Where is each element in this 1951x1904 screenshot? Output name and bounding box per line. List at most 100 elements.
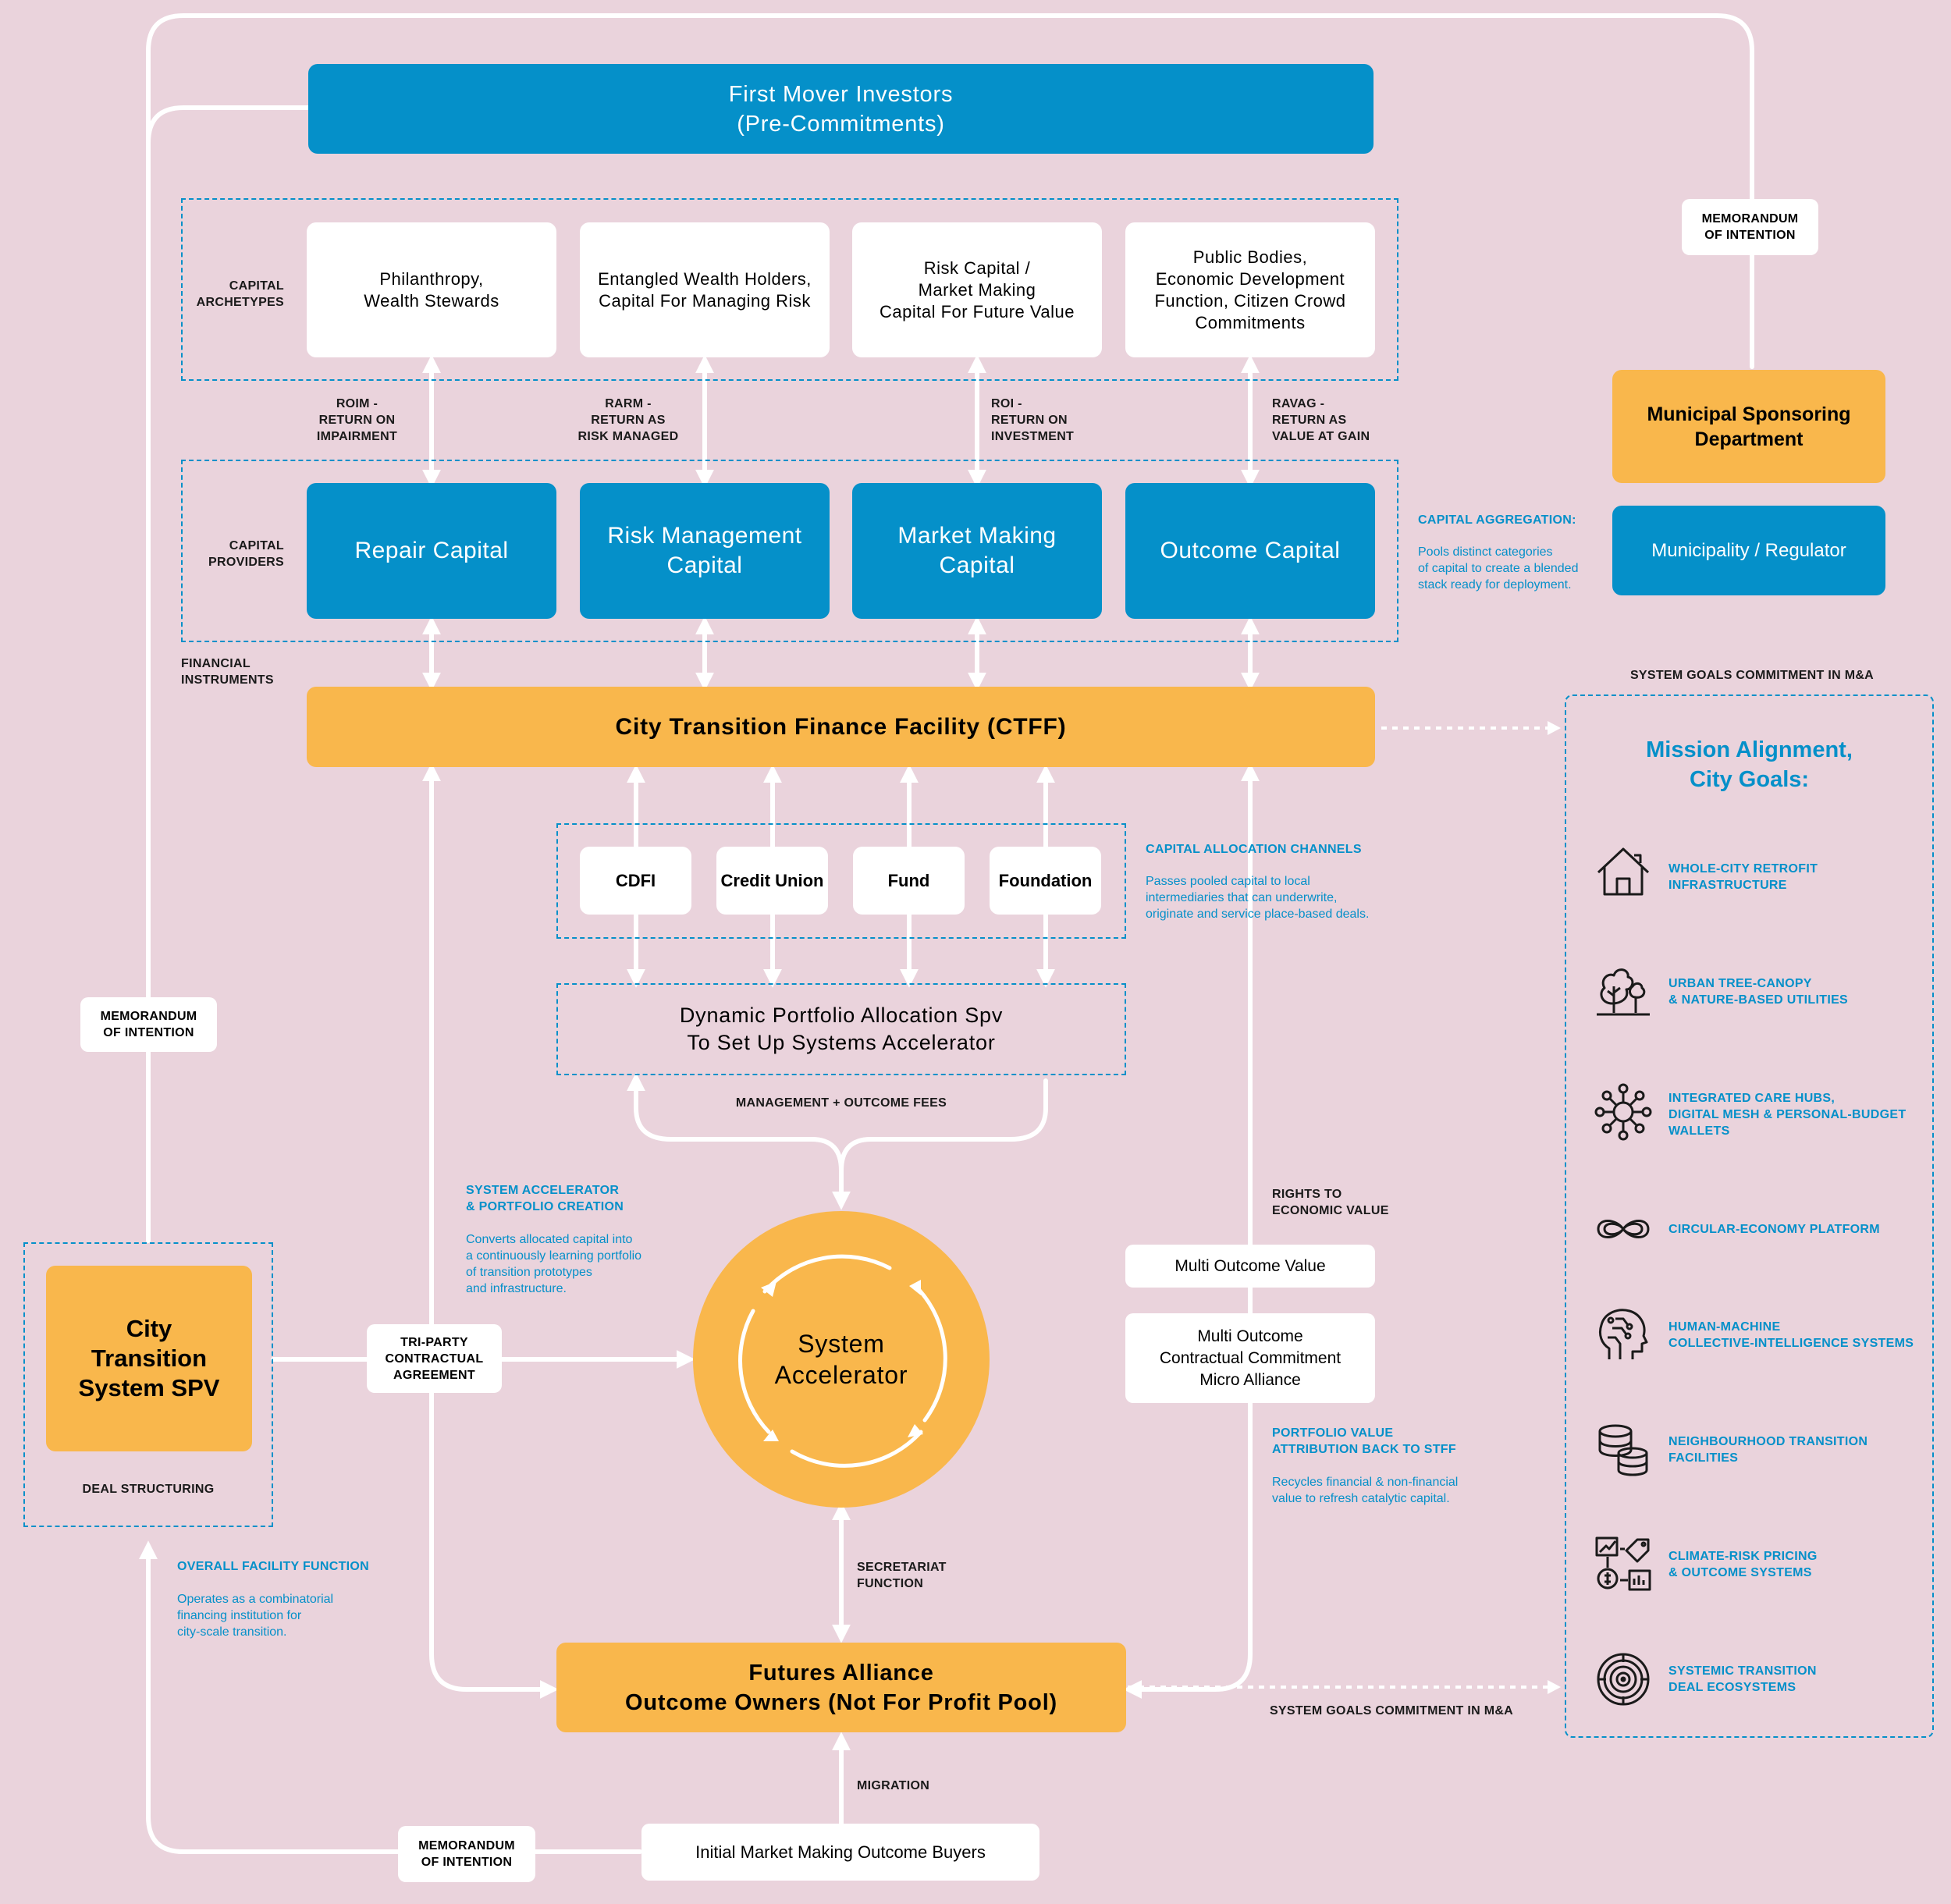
rights-to-economic-value-label: RIGHTS TO ECONOMIC VALUE bbox=[1272, 1188, 1389, 1217]
system-goals-label-top: SYSTEM GOALS COMMITMENT IN M&A bbox=[1629, 669, 1875, 682]
capital-aggregation-desc: Pools distinct categories of capital to … bbox=[1418, 545, 1579, 591]
goal-text: NEIGHBOURHOOD TRANSITION FACILITIES bbox=[1668, 1435, 1868, 1465]
archetype-risk-capital: Risk Capital / Market Making Capital For… bbox=[852, 222, 1102, 357]
mission-alignment-title: Mission Alignment, City Goals: bbox=[1646, 737, 1853, 792]
portfolio-value-desc: Recycles financial & non-financial value… bbox=[1272, 1476, 1459, 1505]
migration-label: MIGRATION bbox=[857, 1779, 930, 1792]
municipal-sponsoring-department: Municipal Sponsoring Department bbox=[1612, 370, 1885, 483]
market-making-capital: Market Making Capital bbox=[852, 483, 1102, 619]
futures-alliance-label: Futures Alliance Outcome Owners (Not For… bbox=[624, 1660, 1058, 1715]
archetype-public-bodies: Public Bodies, Economic Development Func… bbox=[1125, 222, 1375, 357]
city-transition-finance-facility: City Transition Finance Facility (CTFF) bbox=[307, 687, 1375, 767]
multi-outcome-value: Multi Outcome Value bbox=[1125, 1245, 1375, 1288]
portfolio-value-title: PORTFOLIO VALUE ATTRIBUTION BACK TO STFF bbox=[1272, 1426, 1456, 1456]
human-machine-head-icon bbox=[1598, 1309, 1648, 1359]
municipality-label: Municipality / Regulator bbox=[1651, 539, 1846, 561]
memorandum-top-right: MEMORANDUM OF INTENTION bbox=[1682, 199, 1818, 255]
target-ecosystem-icon bbox=[1597, 1653, 1650, 1706]
multi-outcome-commitment-label: Multi Outcome Contractual Commitment Mic… bbox=[1159, 1327, 1342, 1389]
memorandum-label: MEMORANDUM OF INTENTION bbox=[1701, 212, 1799, 242]
capital-allocation-title: CAPITAL ALLOCATION CHANNELS bbox=[1146, 843, 1362, 856]
system-accelerator-note-desc: Converts allocated capital into a contin… bbox=[466, 1233, 642, 1295]
climate-pricing-icon bbox=[1595, 1536, 1651, 1591]
goal-text: SYSTEMIC TRANSITION DEAL ECOSYSTEMS bbox=[1668, 1664, 1817, 1694]
mission-alignment-panel bbox=[1565, 694, 1934, 1738]
provider-label: Market Making Capital bbox=[897, 523, 1057, 578]
financial-instruments-label: FINANCIAL INSTRUMENTS bbox=[181, 657, 274, 687]
tri-party-label: TRI-PARTY CONTRACTUAL AGREEMENT bbox=[385, 1335, 484, 1382]
goal-text: HUMAN-MACHINE COLLECTIVE-INTELLIGENCE SY… bbox=[1668, 1320, 1914, 1350]
channel-label: Credit Union bbox=[720, 870, 824, 890]
tri-party-agreement: TRI-PARTY CONTRACTUAL AGREEMENT bbox=[367, 1324, 502, 1393]
memorandum-label: MEMORANDUM OF INTENTION bbox=[418, 1839, 515, 1869]
city-transition-system-spv: City Transition System SPV bbox=[46, 1266, 252, 1451]
system-goals-label-bottom: SYSTEM GOALS COMMITMENT IN M&A bbox=[1269, 1704, 1514, 1718]
futures-alliance: Futures Alliance Outcome Owners (Not For… bbox=[556, 1643, 1126, 1732]
provider-label: Outcome Capital bbox=[1160, 538, 1341, 563]
capital-allocation-desc: Passes pooled capital to local intermedi… bbox=[1146, 875, 1370, 921]
return-label-rarm: RARM - RETURN AS RISK MANAGED bbox=[577, 397, 679, 443]
channel-cdfi: CDFI bbox=[580, 847, 691, 915]
house-icon bbox=[1597, 847, 1650, 896]
archetype-label: Philanthropy, Wealth Stewards bbox=[364, 268, 499, 311]
dynamic-portfolio-allocation-spv: Dynamic Portfolio Allocation Spv To Set … bbox=[556, 983, 1126, 1075]
return-label-roim: ROIM - RETURN ON IMPAIRMENT bbox=[316, 397, 398, 443]
channel-credit-union: Credit Union bbox=[716, 847, 828, 915]
memorandum-bottom: MEMORANDUM OF INTENTION bbox=[398, 1826, 535, 1882]
channel-label: Fund bbox=[887, 870, 930, 890]
outcome-capital: Outcome Capital bbox=[1125, 483, 1375, 619]
first-mover-investors: First Mover Investors (Pre-Commitments) bbox=[308, 64, 1374, 154]
municipality-regulator: Municipality / Regulator bbox=[1612, 506, 1885, 595]
first-mover-investors-label: First Mover Investors (Pre-Commitments) bbox=[728, 81, 954, 137]
capital-archetypes-group bbox=[181, 198, 1398, 381]
secretariat-function-label: SECRETARIAT FUNCTION bbox=[857, 1561, 947, 1590]
dynamic-portfolio-label: Dynamic Portfolio Allocation Spv To Set … bbox=[679, 1004, 1004, 1054]
goal-text: WHOLE-CITY RETROFIT INFRASTRUCTURE bbox=[1668, 862, 1818, 892]
management-outcome-fees-label: MANAGEMENT + OUTCOME FEES bbox=[735, 1096, 947, 1110]
goal-text: CLIMATE-RISK PRICING & OUTCOME SYSTEMS bbox=[1668, 1550, 1818, 1579]
provider-label: Repair Capital bbox=[354, 538, 509, 563]
goal-text: INTEGRATED CARE HUBS, DIGITAL MESH & PER… bbox=[1668, 1092, 1907, 1138]
goal-text: URBAN TREE-CANOPY & NATURE-BASED UTILITI… bbox=[1668, 977, 1849, 1007]
channel-label: CDFI bbox=[615, 870, 656, 890]
archetype-entangled-wealth: Entangled Wealth Holders, Capital For Ma… bbox=[580, 222, 830, 357]
capital-aggregation-title: CAPITAL AGGREGATION: bbox=[1418, 513, 1576, 527]
city-spv-label: City Transition System SPV bbox=[78, 1315, 220, 1401]
multi-outcome-contractual-commitment: Multi Outcome Contractual Commitment Mic… bbox=[1125, 1313, 1375, 1403]
channel-foundation: Foundation bbox=[990, 847, 1101, 915]
risk-management-capital: Risk Management Capital bbox=[580, 483, 830, 619]
capital-archetypes-label: CAPITAL ARCHETYPES bbox=[196, 279, 284, 309]
memorandum-label: MEMORANDUM OF INTENTION bbox=[100, 1010, 197, 1039]
overall-facility-desc: Operates as a combinatorial financing in… bbox=[177, 1593, 334, 1639]
system-accelerator-note-title: SYSTEM ACCELERATOR & PORTFOLIO CREATION bbox=[466, 1184, 624, 1213]
archetype-label: Public Bodies, Economic Development Func… bbox=[1154, 247, 1346, 332]
capital-providers-group bbox=[181, 460, 1398, 642]
capital-providers-label: CAPITAL PROVIDERS bbox=[208, 539, 284, 569]
memorandum-left: MEMORANDUM OF INTENTION bbox=[80, 997, 217, 1052]
provider-label: Risk Management Capital bbox=[607, 523, 802, 578]
overall-facility-title: OVERALL FACILITY FUNCTION bbox=[177, 1560, 370, 1573]
archetype-label: Risk Capital / Market Making Capital For… bbox=[879, 258, 1075, 321]
infinity-icon bbox=[1597, 1220, 1650, 1238]
database-stack-icon bbox=[1598, 1424, 1648, 1476]
archetype-philanthropy: Philanthropy, Wealth Stewards bbox=[307, 222, 556, 357]
initial-market-making-outcome-buyers: Initial Market Making Outcome Buyers bbox=[641, 1824, 1039, 1881]
initial-buyers-label: Initial Market Making Outcome Buyers bbox=[695, 1842, 986, 1862]
ctff-label: City Transition Finance Facility (CTFF) bbox=[615, 713, 1067, 740]
deal-structuring-label: DEAL STRUCTURING bbox=[82, 1483, 215, 1496]
goal-text: CIRCULAR-ECONOMY PLATFORM bbox=[1668, 1223, 1880, 1236]
system-accelerator: System Accelerator bbox=[693, 1211, 990, 1508]
channel-label: Foundation bbox=[998, 870, 1093, 890]
return-label-roi: ROI - RETURN ON INVESTMENT bbox=[991, 397, 1075, 443]
return-label-ravag: RAVAG - RETURN AS VALUE AT GAIN bbox=[1272, 397, 1370, 443]
archetype-label: Entangled Wealth Holders, Capital For Ma… bbox=[598, 268, 812, 311]
multi-outcome-value-label: Multi Outcome Value bbox=[1175, 1256, 1326, 1275]
system-accelerator-label: System Accelerator bbox=[774, 1330, 908, 1389]
channel-fund: Fund bbox=[853, 847, 965, 915]
network-hub-icon bbox=[1594, 1083, 1652, 1141]
capital-allocation-channels-group bbox=[556, 823, 1126, 939]
city-spv-group bbox=[23, 1242, 273, 1527]
repair-capital: Repair Capital bbox=[307, 483, 556, 619]
tree-icon bbox=[1597, 968, 1650, 1016]
